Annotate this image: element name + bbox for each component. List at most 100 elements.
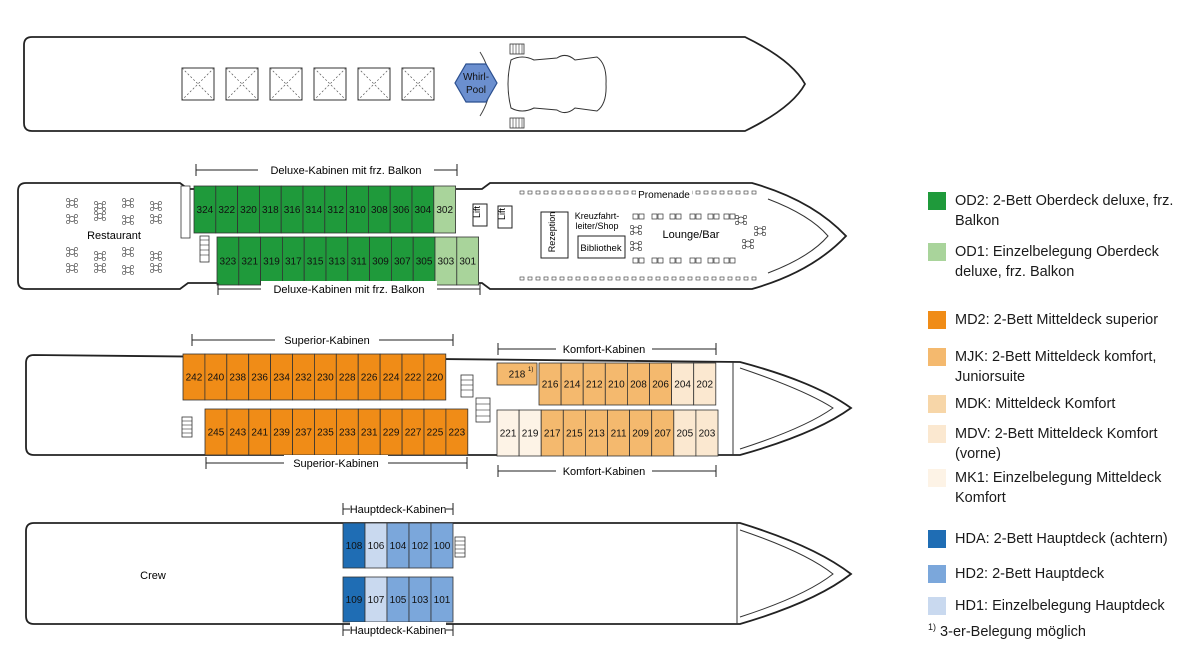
- cabin-202[interactable]: 202: [693, 362, 717, 406]
- cabin-107[interactable]: 107: [364, 576, 388, 623]
- cabin-207[interactable]: 207: [651, 409, 675, 457]
- cabin-225[interactable]: 225: [423, 408, 447, 456]
- legend-text: MK1: Einzelbelegung Mitteldeck Komfort: [955, 470, 1162, 506]
- legend-swatch: [928, 425, 946, 443]
- cabin-213[interactable]: 213: [585, 409, 608, 457]
- cabin-204[interactable]: 204: [671, 362, 695, 406]
- cabin-232[interactable]: 232: [292, 353, 315, 401]
- cabin-308[interactable]: 308: [367, 185, 391, 234]
- promenade-label: Promenade: [638, 190, 690, 201]
- cabin-205[interactable]: 205: [673, 409, 697, 457]
- cabin-235[interactable]: 235: [314, 408, 337, 456]
- cabin-311[interactable]: 311: [347, 236, 370, 286]
- cabin-101[interactable]: 101: [430, 576, 454, 623]
- cabin-322[interactable]: 322: [215, 185, 239, 234]
- cabin-109[interactable]: 109: [342, 576, 366, 623]
- cabin-212[interactable]: 212: [582, 362, 606, 406]
- cabin-237[interactable]: 237: [292, 408, 315, 456]
- cabin-306[interactable]: 306: [389, 185, 413, 234]
- upper-label-top: Deluxe-Kabinen mit frz. Balkon: [195, 162, 458, 178]
- cabin-number: 237: [295, 428, 312, 439]
- cabin-240[interactable]: 240: [204, 353, 228, 401]
- cabin-238[interactable]: 238: [226, 353, 250, 401]
- cabin-241[interactable]: 241: [248, 408, 272, 456]
- cabin-206[interactable]: 206: [649, 362, 673, 406]
- cabin-234[interactable]: 234: [270, 353, 293, 401]
- cabin-307[interactable]: 307: [390, 236, 414, 286]
- cabin-236[interactable]: 236: [248, 353, 271, 401]
- cabin-313[interactable]: 313: [325, 236, 349, 286]
- cabin-320[interactable]: 320: [237, 185, 260, 234]
- main-bottom-caption: Hauptdeck-Kabinen: [350, 625, 447, 637]
- cabin-228[interactable]: 228: [335, 353, 359, 401]
- cabin-309[interactable]: 309: [369, 236, 392, 286]
- cabin-219[interactable]: 219: [518, 409, 542, 457]
- cabin-304[interactable]: 304: [411, 185, 435, 234]
- komfort-label-top: Komfort-Kabinen: [497, 341, 717, 357]
- cabin-105[interactable]: 105: [386, 576, 410, 623]
- cabin-100[interactable]: 100: [430, 522, 454, 569]
- cabin-315[interactable]: 315: [303, 236, 327, 286]
- cabin-233[interactable]: 233: [335, 408, 359, 456]
- superior-label-bottom: Superior-Kabinen: [205, 455, 468, 471]
- cabin-229[interactable]: 229: [379, 408, 403, 456]
- sun-loungers: [181, 67, 435, 101]
- cabin-314[interactable]: 314: [302, 185, 326, 234]
- cabin-number: 310: [349, 205, 366, 216]
- legend-item-mdk: MDK: Mitteldeck Komfort: [928, 394, 1200, 414]
- cabin-227[interactable]: 227: [401, 408, 425, 456]
- cabin-number: 309: [372, 257, 389, 268]
- cabin-230[interactable]: 230: [313, 353, 337, 401]
- cabin-220[interactable]: 220: [423, 353, 447, 401]
- cabin-305[interactable]: 305: [412, 236, 436, 286]
- cabin-310[interactable]: 310: [346, 185, 369, 234]
- cabin-303[interactable]: 303: [434, 236, 458, 286]
- cabin-301[interactable]: 301: [456, 236, 479, 286]
- cabin-243[interactable]: 243: [226, 408, 250, 456]
- cabin-211[interactable]: 211: [607, 409, 631, 457]
- cabin-203[interactable]: 203: [695, 409, 719, 457]
- cabin-221[interactable]: 221: [496, 409, 520, 457]
- cabin-245[interactable]: 245: [204, 408, 228, 456]
- library-box: [577, 235, 626, 259]
- cabin-103[interactable]: 103: [408, 576, 432, 623]
- cabin-215[interactable]: 215: [562, 409, 586, 457]
- cabin-317[interactable]: 317: [281, 236, 305, 286]
- cabin-324[interactable]: 324: [193, 185, 217, 234]
- cabin-224[interactable]: 224: [379, 353, 403, 401]
- cabin-214[interactable]: 214: [560, 362, 584, 406]
- cabin-302[interactable]: 302: [433, 185, 456, 234]
- cabin-number: 234: [273, 373, 290, 384]
- cabin-223[interactable]: 223: [445, 408, 469, 456]
- cabin-208[interactable]: 208: [627, 362, 650, 406]
- cabin-210[interactable]: 210: [604, 362, 628, 406]
- cabin-104[interactable]: 104: [386, 522, 410, 569]
- category-legend: OD2: 2-Bett Oberdeck deluxe, frz. Balkon…: [928, 0, 1198, 658]
- cabin-242[interactable]: 242: [182, 353, 206, 401]
- legend-item-mdv: MDV: 2-Bett Mitteldeck Komfort (vorne): [928, 424, 1200, 464]
- cabin-number: 223: [449, 428, 466, 439]
- cabin-321[interactable]: 321: [238, 236, 262, 286]
- cabin-102[interactable]: 102: [408, 522, 432, 569]
- cabin-239[interactable]: 239: [270, 408, 294, 456]
- cabin-312[interactable]: 312: [324, 185, 347, 234]
- upper-deck-bow-inner: [767, 198, 829, 274]
- cabin-217[interactable]: 217: [540, 409, 564, 457]
- cabin-106[interactable]: 106: [364, 522, 388, 569]
- cabin-108[interactable]: 108: [342, 522, 366, 569]
- cabin-226[interactable]: 226: [357, 353, 381, 401]
- cabin-316[interactable]: 316: [280, 185, 304, 234]
- cabin-318[interactable]: 318: [258, 185, 282, 234]
- komfort-label-bottom: Komfort-Kabinen: [497, 463, 717, 479]
- cabin-209[interactable]: 209: [629, 409, 653, 457]
- dining-table: [94, 263, 106, 273]
- dining-table: [66, 247, 78, 257]
- cabin-231[interactable]: 231: [357, 408, 381, 456]
- cabin-216[interactable]: 216: [538, 362, 562, 406]
- cabin-323[interactable]: 323: [216, 236, 240, 286]
- cabin-number: 301: [459, 257, 476, 268]
- cabin-222[interactable]: 222: [401, 353, 425, 401]
- cabin-319[interactable]: 319: [260, 236, 283, 286]
